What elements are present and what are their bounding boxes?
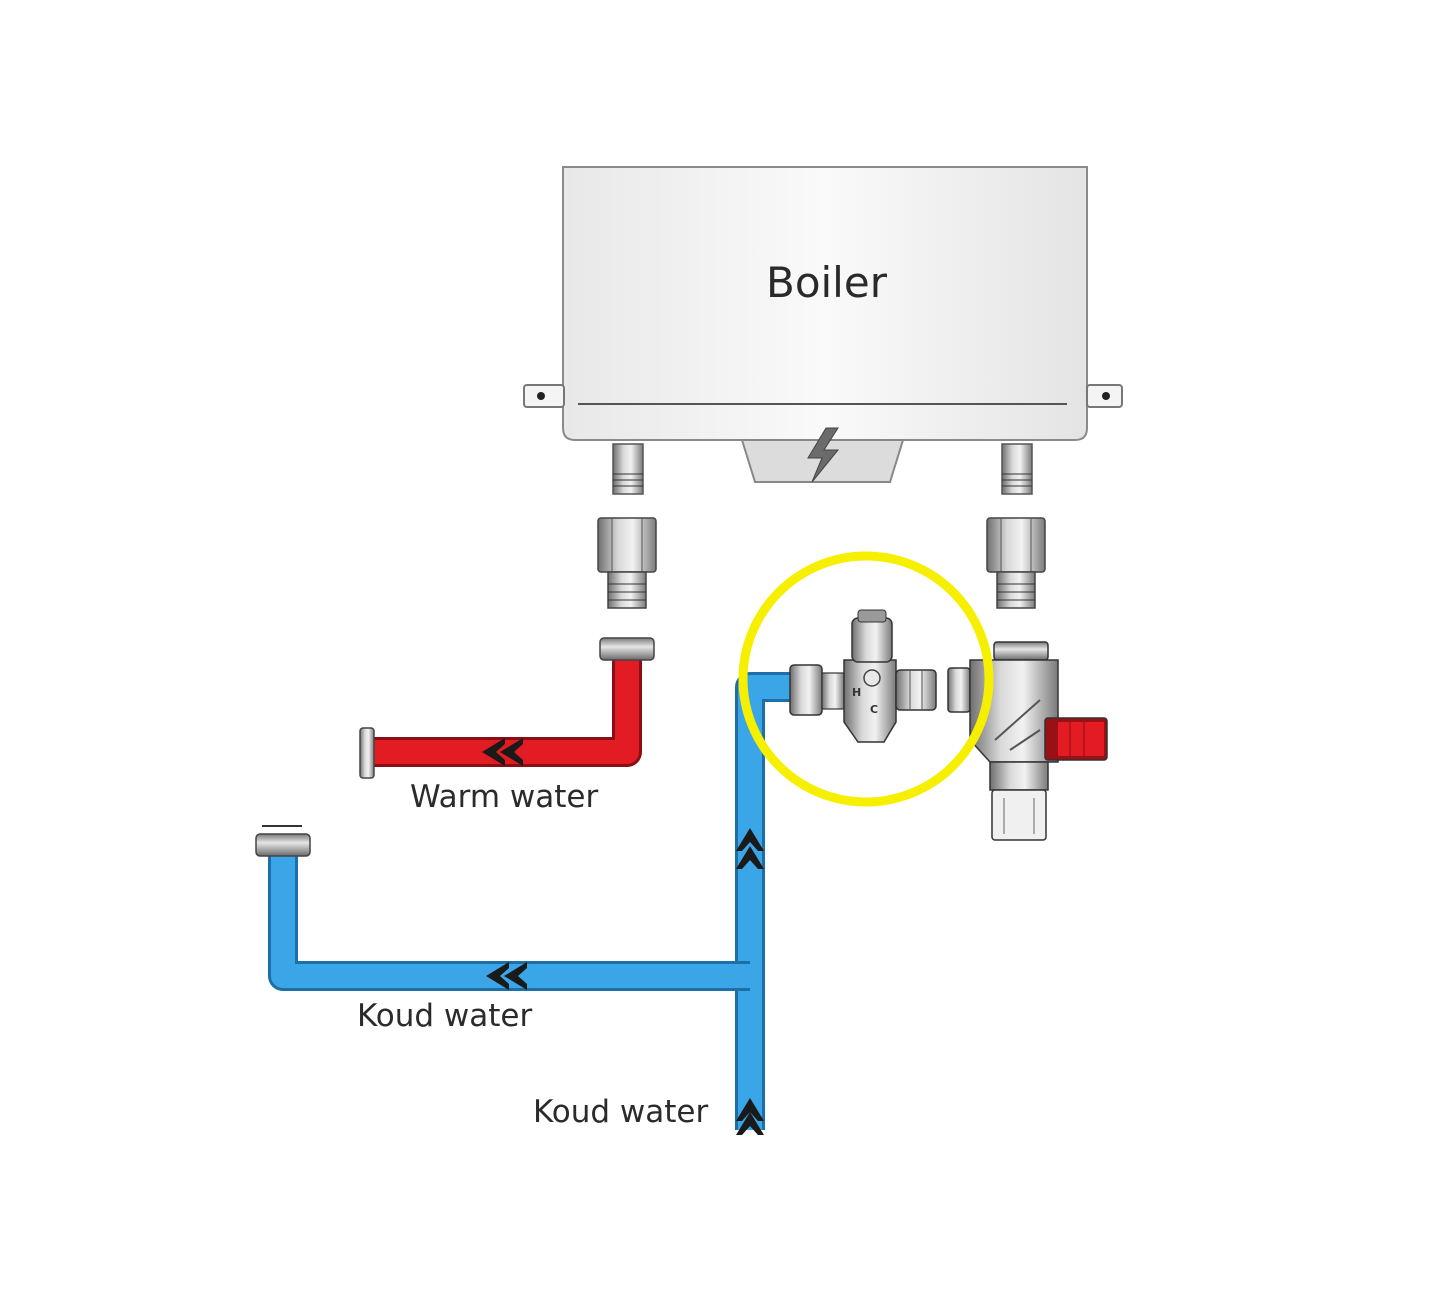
boiler-cold-inlet bbox=[1001, 443, 1033, 495]
valve-cold-port-label: C bbox=[870, 703, 879, 716]
lightning-icon bbox=[807, 427, 840, 483]
flow-arrow-icon bbox=[736, 1098, 764, 1135]
mixing-valve bbox=[789, 609, 937, 743]
valve-hot-port-label: H bbox=[852, 686, 862, 699]
flow-arrow-icon bbox=[482, 738, 523, 766]
cold-branch-nut bbox=[255, 833, 311, 857]
cold-water-pipes bbox=[255, 672, 792, 1135]
boiler bbox=[523, 166, 1123, 483]
cold-coupling bbox=[986, 517, 1046, 609]
warm-pipe-nut bbox=[599, 637, 655, 661]
drain-funnel bbox=[991, 789, 1047, 841]
flow-arrow-icon bbox=[736, 828, 764, 869]
cold-water-branch-label: Koud water bbox=[357, 998, 533, 1034]
boiler-title: Boiler bbox=[766, 258, 887, 307]
warm-coupling bbox=[597, 517, 657, 609]
highlight-circle bbox=[738, 551, 994, 807]
warm-water-pipe bbox=[359, 637, 655, 779]
flow-arrow-icon bbox=[486, 962, 527, 990]
cold-water-supply-label: Koud water bbox=[533, 1094, 709, 1130]
boiler-warm-outlet bbox=[612, 443, 644, 495]
warm-pipe-end-nut bbox=[359, 727, 375, 779]
warm-water-label: Warm water bbox=[410, 779, 599, 815]
